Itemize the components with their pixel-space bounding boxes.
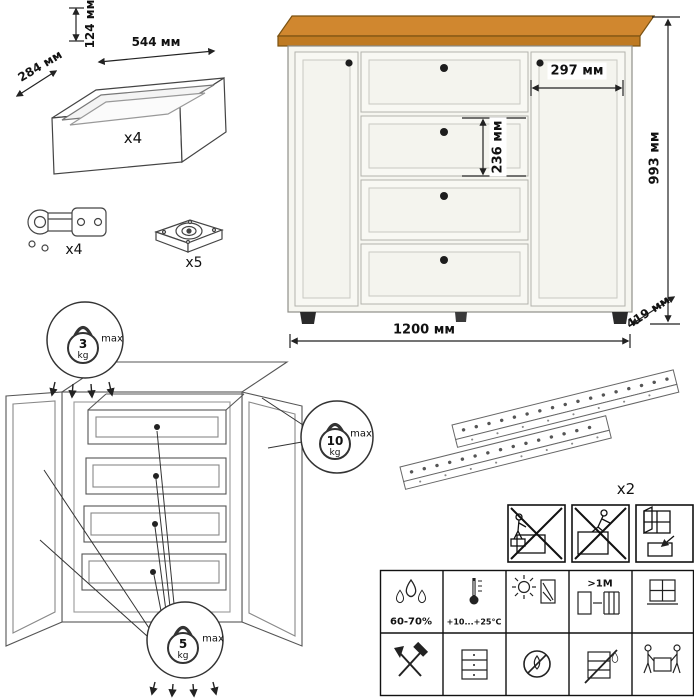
commode-width-label: 1200 мм xyxy=(393,322,455,338)
ventilation-window-icon xyxy=(647,579,678,605)
two-person-carry-icon xyxy=(643,644,681,674)
drawer-box-drawing xyxy=(51,76,227,175)
door-knob xyxy=(536,59,544,67)
top-weight-unit: kg xyxy=(77,351,89,361)
commode-drawer-3 xyxy=(360,179,529,241)
heat-distance-label: >1M xyxy=(587,578,613,590)
drawer-box-count: x4 xyxy=(123,129,143,147)
drawer-box-width-label: 544 мм xyxy=(131,35,181,49)
commode-wood-top xyxy=(276,15,656,37)
door-weight-value: 10 xyxy=(326,434,344,448)
drawer-knob xyxy=(440,192,448,200)
weight-leader-lines xyxy=(39,397,304,637)
no-climbing-icon xyxy=(574,507,627,560)
sunlight-protection-icon xyxy=(512,575,556,604)
no-impact-icon xyxy=(394,641,429,677)
door-knob xyxy=(345,59,353,67)
commode-dimension-arrows xyxy=(289,16,680,348)
no-moisture-icon xyxy=(584,649,619,684)
top-weight-value: 3 xyxy=(78,337,88,351)
slides-count: x2 xyxy=(616,480,636,498)
no-heat-icon xyxy=(523,650,551,678)
hinge-count: x4 xyxy=(65,242,83,258)
door-weight-unit: kg xyxy=(329,448,341,458)
temperature-range-label: +10...+25°C xyxy=(446,617,502,627)
commode-foot xyxy=(612,312,628,324)
drawer-knob xyxy=(440,256,448,264)
drawer-knob xyxy=(440,64,448,72)
commode-left-door xyxy=(294,51,359,307)
drawer-knob xyxy=(440,128,448,136)
drawer-weight-value: 5 xyxy=(178,637,188,651)
weight-limit-door-shelf xyxy=(300,400,374,474)
commode-height-label: 993 мм xyxy=(647,131,663,185)
no-standing-on-drawer-icon xyxy=(510,507,563,560)
open-commode-drawing xyxy=(5,361,303,647)
commode-drawer-1 xyxy=(360,51,529,113)
warning-icons-row xyxy=(507,504,694,563)
open-window-warning-icon xyxy=(643,505,675,557)
weight-limit-drawer xyxy=(146,601,224,698)
cabinet-icon xyxy=(461,649,488,680)
humidity-range-label: 60-70% xyxy=(389,616,433,628)
drawer-weight-max: max xyxy=(202,633,224,645)
door-weight-max: max xyxy=(350,428,372,440)
commode-foot xyxy=(455,312,467,322)
foot-drawing xyxy=(154,219,224,253)
commode-foot xyxy=(300,312,316,324)
thermometer-icon xyxy=(469,578,482,605)
commode-door-width-label: 297 мм xyxy=(547,62,607,80)
hinge-drawing xyxy=(27,207,107,252)
drawer-box-dimension-arrows xyxy=(15,7,216,97)
commode-right-door xyxy=(530,51,626,307)
commode-drawer-height-label: 236 мм xyxy=(489,117,507,177)
drawer-box-height-label: 124 мм xyxy=(83,0,97,49)
commode-drawer-4 xyxy=(360,243,529,305)
heat-distance-icon xyxy=(577,591,620,615)
care-icons-grid xyxy=(379,569,694,697)
top-weight-max: max xyxy=(101,333,123,345)
weight-limit-top-surface xyxy=(46,301,124,399)
drawer-weight-unit: kg xyxy=(177,651,189,661)
foot-count: x5 xyxy=(185,255,203,271)
drawer-slides-drawing xyxy=(399,369,680,490)
